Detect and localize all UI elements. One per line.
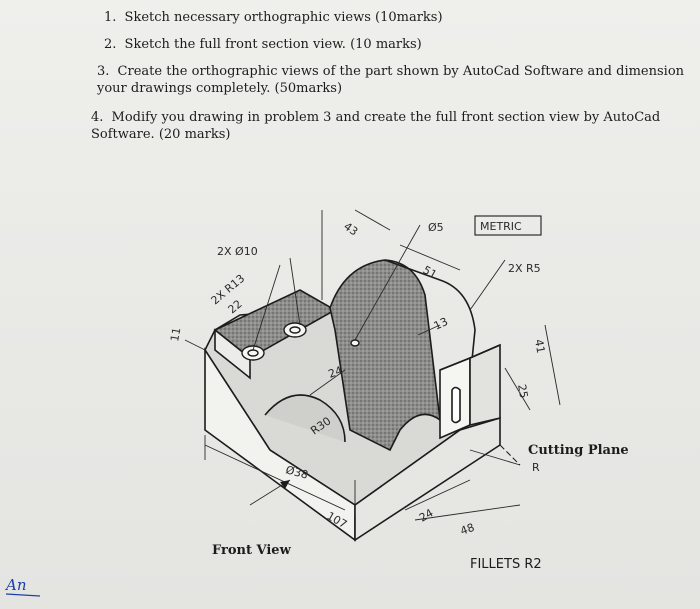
fillets-note: FILLETS R2 <box>470 557 542 572</box>
dim-25: 25 <box>515 383 530 399</box>
part-outline <box>204 259 501 542</box>
dim-43: 43 <box>341 220 360 239</box>
question-2: 2. Sketch the full front section view. (… <box>104 36 422 53</box>
front-view-label: Front View <box>212 543 292 558</box>
dim-11: 11 <box>168 326 183 342</box>
cutting-plane-label: Cutting Plane <box>528 443 629 458</box>
dim-2x-r13: 2X R13 <box>209 272 248 307</box>
question-3: 3. Create the orthographic views of the … <box>97 63 700 97</box>
question-2-text: Sketch the full front section view. (10 … <box>124 37 422 52</box>
question-4-text: Modify you drawing in problem 3 and crea… <box>91 110 661 142</box>
dim-24-center: 24 <box>327 364 345 381</box>
dim-2x-diameter-10: 2X Ø10 <box>217 245 258 258</box>
signature-underline <box>5 593 41 597</box>
question-3-number: 3. <box>97 64 110 79</box>
question-1-text: Sketch necessary orthographic views (10m… <box>124 10 443 25</box>
section-letter: R <box>532 461 540 474</box>
dim-22: 22 <box>226 297 245 316</box>
question-3-text: Create the orthographic views of the par… <box>97 64 685 96</box>
dimension-lines <box>184 209 561 521</box>
question-2-number: 2. <box>104 37 117 52</box>
question-1-number: 1. <box>104 10 117 25</box>
dim-41: 41 <box>532 338 547 354</box>
dim-51: 51 <box>421 263 440 281</box>
signature: An <box>4 576 27 594</box>
question-1: 1. Sketch necessary orthographic views (… <box>104 9 443 26</box>
metric-box: METRIC <box>474 215 542 236</box>
cutting-plane-line <box>499 444 521 466</box>
dim-48: 48 <box>459 521 477 538</box>
question-4-number: 4. <box>91 110 104 125</box>
metric-label: METRIC <box>480 220 522 233</box>
dim-2x-r5: 2X R5 <box>508 262 541 275</box>
dim-diameter-5: Ø5 <box>428 221 444 234</box>
dim-13: 13 <box>432 315 450 333</box>
dim-diameter-38: Ø38 <box>284 463 309 481</box>
question-4: 4. Modify you drawing in problem 3 and c… <box>91 109 681 143</box>
front-view-arrowhead <box>280 480 290 489</box>
isometric-part-drawing: METRIC Ø5 2X Ø10 2X R13 22 43 51 13 2X R… <box>4 209 629 597</box>
dim-24-base: 24 <box>417 506 436 524</box>
holes <box>241 322 360 361</box>
